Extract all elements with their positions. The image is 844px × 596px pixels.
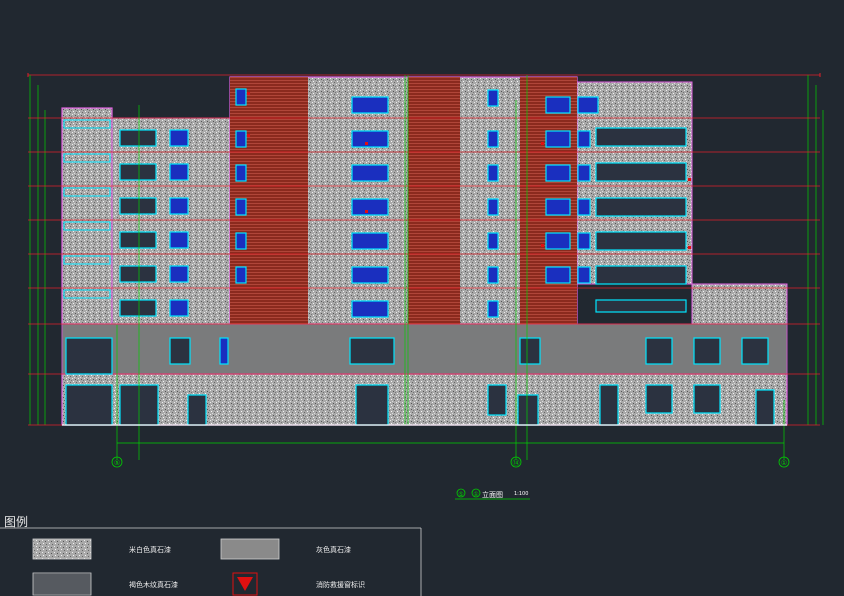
window-column-e xyxy=(545,96,571,284)
window-strip-right xyxy=(577,96,687,313)
drawing-title: 立面图 xyxy=(482,491,503,499)
window-column-d xyxy=(487,89,499,318)
podium-windows xyxy=(65,337,769,375)
top-dimension-line xyxy=(27,73,821,77)
right-level-scale xyxy=(807,75,824,425)
legend-label-stone-white: 米白色真石漆 xyxy=(129,546,171,554)
grid-guides xyxy=(116,75,785,460)
rescue-window-markers xyxy=(247,92,691,249)
window-column-a xyxy=(169,129,189,317)
drawing-scale: 1:100 xyxy=(514,491,529,497)
balcony-railings xyxy=(63,119,111,299)
brick-column-2 xyxy=(408,77,460,324)
left-balcony-stack xyxy=(61,107,113,325)
legend-label-stone-grey: 灰色真石漆 xyxy=(316,546,351,554)
legend-label-rescue-marker: 消防救援窗标识 xyxy=(316,581,365,589)
left-level-scale xyxy=(29,75,46,425)
legend-label-woodgrain: 褐色木纹真石漆 xyxy=(129,581,178,589)
legend-title: 图例 xyxy=(4,515,29,529)
window-column-c xyxy=(351,96,389,318)
bottom-dimension-line xyxy=(62,424,787,444)
brick-tower-windows xyxy=(235,88,247,284)
window-column-b xyxy=(119,129,157,317)
